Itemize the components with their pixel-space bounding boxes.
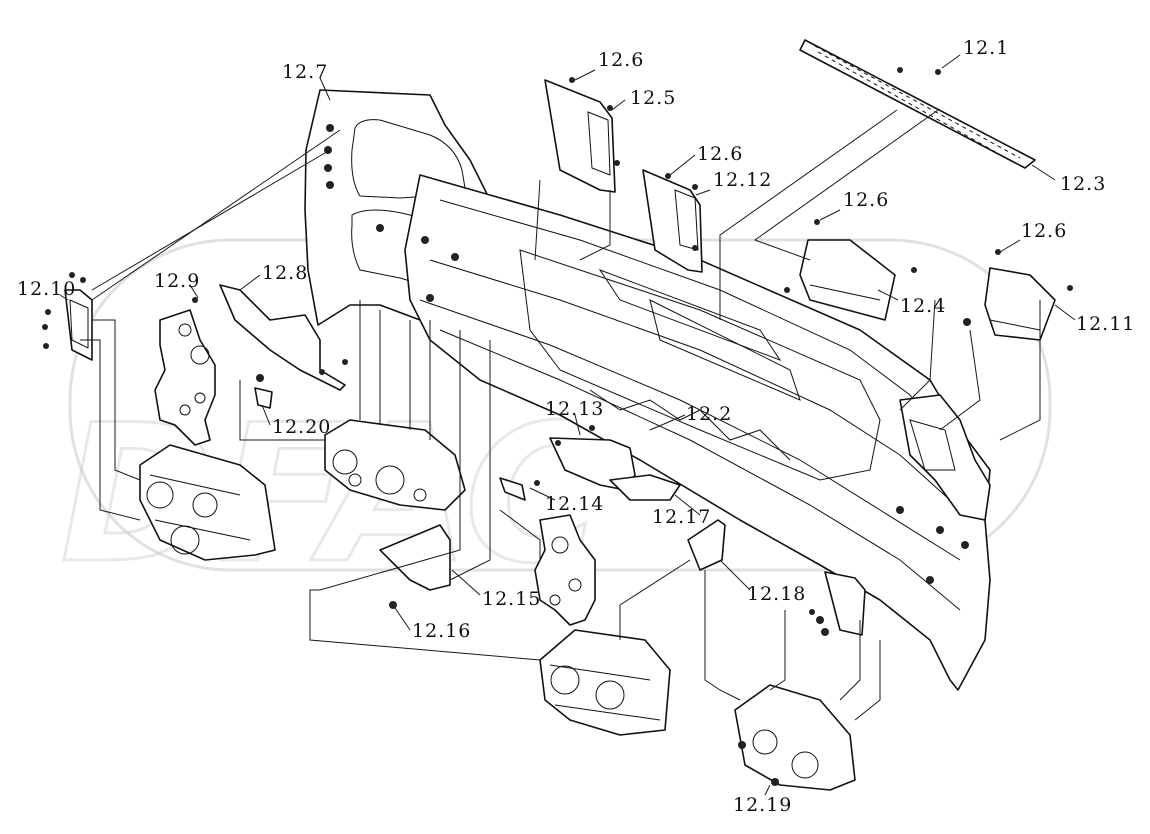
label-12-13: 12.13 [545,398,604,420]
label-12-6-b: 12.6 [697,143,743,165]
cover-plate-middle [642,169,703,273]
fog-lamp-left [324,419,466,511]
cover-plate-left [544,77,620,193]
label-12-16: 12.16 [412,620,471,642]
label-12-5: 12.5 [630,87,676,109]
label-12-18: 12.18 [747,583,806,605]
label-12-15: 12.15 [482,588,541,610]
clip-12-20 [254,374,273,409]
label-12-7: 12.7 [282,61,328,83]
leader-lines [59,54,1076,796]
mounting-bracket-12-15 [534,514,596,626]
label-12-2: 12.2 [686,403,732,425]
grille-strip [799,39,1036,169]
bracket-12-17 [687,519,726,571]
cover-plate-right-12-4 [784,219,917,321]
label-12-9: 12.9 [154,270,200,292]
label-12-3: 12.3 [1060,173,1106,195]
label-12-4: 12.4 [900,295,946,317]
label-12-1: 12.1 [963,37,1009,59]
label-12-6-d: 12.6 [1021,220,1067,242]
headlamp-right [539,629,671,736]
label-12-19: 12.19 [733,794,792,816]
label-12-11: 12.11 [1076,313,1135,335]
mounting-bracket-12-9 [154,297,216,446]
cover-plate-right-12-11 [963,249,1073,341]
bracket-12-2 [609,474,681,501]
bracket-12-16 [379,524,451,609]
bracket-12-8 [219,284,348,391]
label-12-12: 12.12 [713,169,772,191]
fog-lamp-right [734,684,856,791]
label-12-20: 12.20 [272,416,331,438]
label-12-14: 12.14 [545,493,604,515]
label-12-6-c: 12.6 [843,189,889,211]
label-12-8: 12.8 [262,262,308,284]
side-bracket-12-18 [809,571,866,636]
label-12-17: 12.17 [652,506,711,528]
label-12-6-a: 12.6 [598,49,644,71]
front-bumper-body [304,89,991,691]
part-labels: 12.1 12.2 12.3 12.4 12.5 12.6 12.6 12.6 … [17,37,1135,816]
clip-12-14 [499,477,540,501]
headlamp-left [139,444,276,561]
side-bracket-12-10 [42,272,93,361]
label-12-10: 12.10 [17,278,76,300]
